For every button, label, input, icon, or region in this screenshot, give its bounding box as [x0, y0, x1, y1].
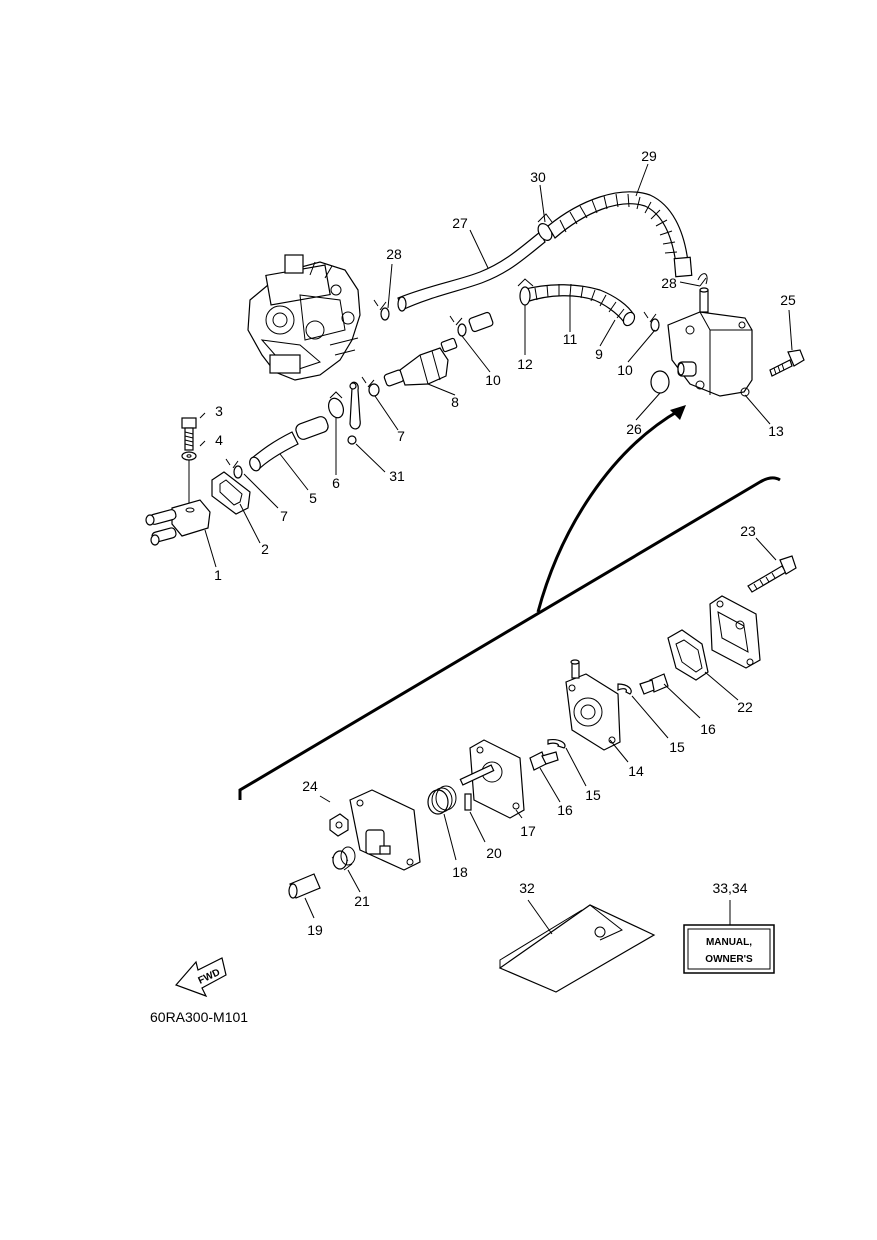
tool-kit-bag-32: [498, 904, 656, 993]
hose-clip-7-right: [361, 376, 380, 397]
fuel-pump-assembly-13: [667, 287, 753, 397]
label-6: 6: [332, 475, 340, 491]
screw-23: [747, 555, 797, 593]
hose-clip-28-left: [373, 299, 390, 321]
label-21: 21: [354, 893, 370, 909]
label-22: 22: [737, 699, 753, 715]
label-10b: 10: [617, 362, 633, 378]
hose-joint-10: [449, 311, 494, 337]
label-14: 14: [628, 763, 644, 779]
label-2: 2: [261, 541, 269, 557]
label-7a: 7: [280, 508, 288, 524]
washer-4: [181, 451, 197, 505]
label-18: 18: [452, 864, 468, 880]
label-13: 13: [768, 423, 784, 439]
hose-clip-28-right: [697, 273, 708, 287]
label-9: 9: [595, 346, 603, 362]
label-7b: 7: [397, 428, 405, 444]
hose-clip-7-left: [225, 458, 243, 479]
label-30: 30: [530, 169, 546, 185]
fuel-hose-27: [397, 231, 546, 312]
pump-body-14: [565, 659, 621, 751]
label-15a: 15: [669, 739, 685, 755]
label-8: 8: [451, 394, 459, 410]
spring-21: [331, 846, 356, 871]
forward-direction-arrow: FWD: [174, 957, 227, 998]
label-28a: 28: [386, 246, 402, 262]
fuel-filter-8: [383, 337, 458, 387]
label-12: 12: [517, 356, 533, 372]
label-1: 1: [214, 567, 222, 583]
exploded-view-frame: [238, 476, 781, 800]
label-24: 24: [302, 778, 318, 794]
hose-clip-10-right: [643, 311, 660, 332]
label-20: 20: [486, 845, 502, 861]
manual-box-line2: OWNER'S: [705, 954, 753, 965]
plunger-19: [288, 873, 321, 899]
screw-16-lower: [529, 751, 559, 771]
o-ring-26: [650, 370, 670, 394]
hose-clamp-6: [327, 391, 345, 419]
hose-clamp-12: [517, 278, 534, 306]
label-3: 3: [215, 403, 223, 419]
label-25: 25: [780, 292, 796, 308]
pin-20: [464, 793, 472, 811]
bolt-25: [769, 349, 805, 377]
owners-manual-box: MANUAL, OWNER'S: [683, 924, 775, 974]
spring-18: [427, 785, 457, 815]
diaphragm-gasket: [667, 629, 709, 681]
screw-16-upper: [639, 673, 669, 695]
diagram-code: 60RA300-M101: [150, 1009, 248, 1025]
label-16b: 16: [557, 802, 573, 818]
label-15b: 15: [585, 787, 601, 803]
part-number-labels: 1 2 3 4 5 6 7 7 8 9 10 10 11 12 13 14 15…: [214, 148, 796, 938]
label-23: 23: [740, 523, 756, 539]
pump-cover-22: [709, 595, 761, 669]
label-19: 19: [307, 922, 323, 938]
fuel-hose-5: [249, 416, 329, 472]
leader-lines: [199, 163, 793, 935]
label-33-34: 33,34: [712, 880, 747, 896]
label-10a: 10: [485, 372, 501, 388]
nut-24: [329, 813, 349, 837]
carburetor: [247, 254, 361, 381]
check-valve-15-upper: [617, 683, 632, 695]
label-32: 32: [519, 880, 535, 896]
corrugated-hose-29: [547, 191, 693, 278]
label-29: 29: [641, 148, 657, 164]
exploded-view-arrow: [536, 405, 686, 613]
diaphragm-17: [459, 739, 525, 819]
label-27: 27: [452, 215, 468, 231]
label-4: 4: [215, 432, 223, 448]
label-11: 11: [563, 331, 578, 347]
pump-base: [349, 789, 421, 871]
label-28b: 28: [661, 275, 677, 291]
gasket-2: [211, 471, 251, 515]
clip-bracket-31: [347, 381, 361, 445]
corrugated-hose-11: [521, 283, 636, 327]
label-17: 17: [520, 823, 536, 839]
label-31: 31: [389, 468, 405, 484]
fuel-joint-1: [145, 499, 211, 546]
check-valve-15-lower: [547, 739, 566, 749]
bolt-3: [181, 417, 197, 451]
label-5: 5: [309, 490, 317, 506]
label-26: 26: [626, 421, 642, 437]
manual-box-line1: MANUAL,: [706, 937, 752, 948]
label-16a: 16: [700, 721, 716, 737]
